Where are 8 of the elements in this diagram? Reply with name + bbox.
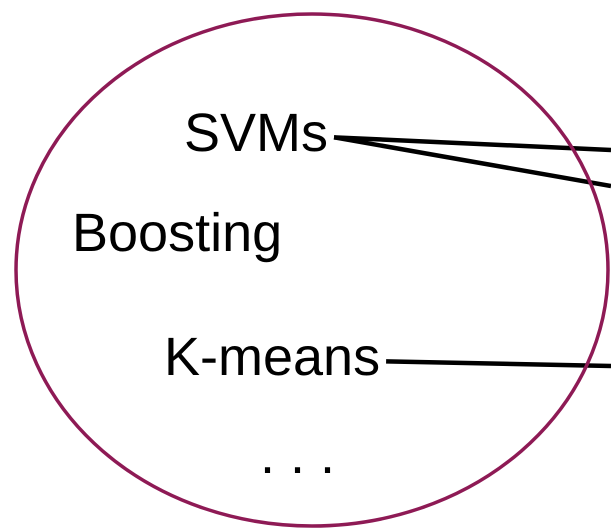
method-name: SVMs	[184, 106, 328, 160]
ellipse-outline	[14, 12, 610, 528]
method-name: . . .	[260, 428, 336, 482]
connector-line	[334, 135, 611, 188]
connector-line	[386, 359, 611, 368]
method-name: K-means	[164, 330, 380, 384]
connector-line	[334, 135, 611, 152]
method-name: Boosting	[72, 206, 282, 260]
